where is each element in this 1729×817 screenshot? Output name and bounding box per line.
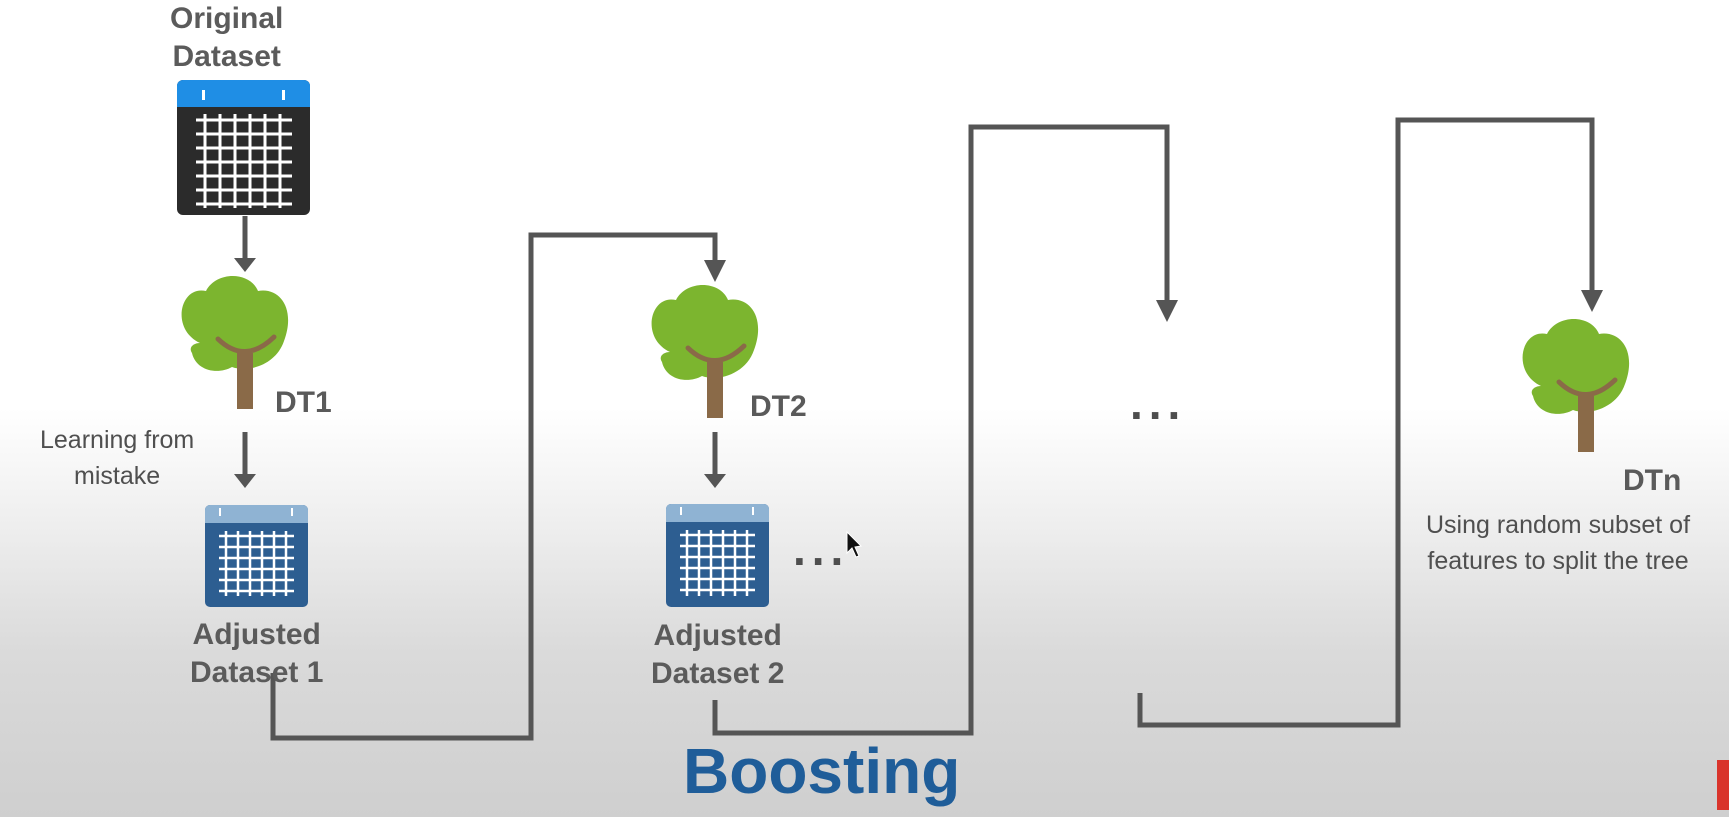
random-subset-note: Using random subset of features to split… — [1426, 507, 1690, 579]
dtn-label: DTn — [1623, 464, 1682, 497]
original-dataset-label: Original Dataset — [170, 0, 283, 76]
original-dataset-icon — [177, 80, 310, 215]
learning-note: Learning from mistake — [40, 422, 194, 494]
adjusted-dataset-1-icon — [205, 505, 308, 607]
adjusted-dataset-2-label: Adjusted Dataset 2 — [651, 617, 784, 693]
ellipsis-small: ... — [793, 523, 850, 575]
adjusted-dataset-2-label-line1: Adjusted — [653, 619, 782, 652]
dt2-label: DT2 — [750, 390, 807, 423]
cursor-icon — [846, 530, 863, 558]
adjusted-dataset-1-label: Adjusted Dataset 1 — [190, 616, 323, 692]
dt1-label: DT1 — [275, 386, 332, 419]
original-dataset-label-line2: Dataset — [172, 40, 281, 73]
learning-note-line1: Learning from — [40, 426, 195, 454]
learning-note-line2: mistake — [74, 462, 161, 490]
random-subset-note-line2: features to split the tree — [1427, 547, 1689, 575]
tree-icon-dt1 — [182, 276, 289, 411]
connector-lines — [242, 117, 1595, 741]
adjusted-dataset-2-icon — [666, 504, 769, 607]
adjusted-dataset-1-label-line1: Adjusted — [192, 618, 321, 651]
arrow-down-icons — [234, 258, 1603, 488]
random-subset-note-line1: Using random subset of — [1426, 511, 1691, 539]
original-dataset-label-line1: Original — [170, 2, 284, 35]
adjusted-dataset-1-label-line2: Dataset 1 — [190, 656, 324, 689]
adjusted-dataset-2-label-line2: Dataset 2 — [651, 657, 785, 690]
tree-icon-dtn — [1523, 319, 1630, 454]
side-badge — [1717, 760, 1729, 810]
diagram-title: Boosting — [683, 735, 961, 807]
ellipsis-mid: ... — [1130, 377, 1187, 429]
tree-icon-dt2 — [652, 285, 759, 420]
